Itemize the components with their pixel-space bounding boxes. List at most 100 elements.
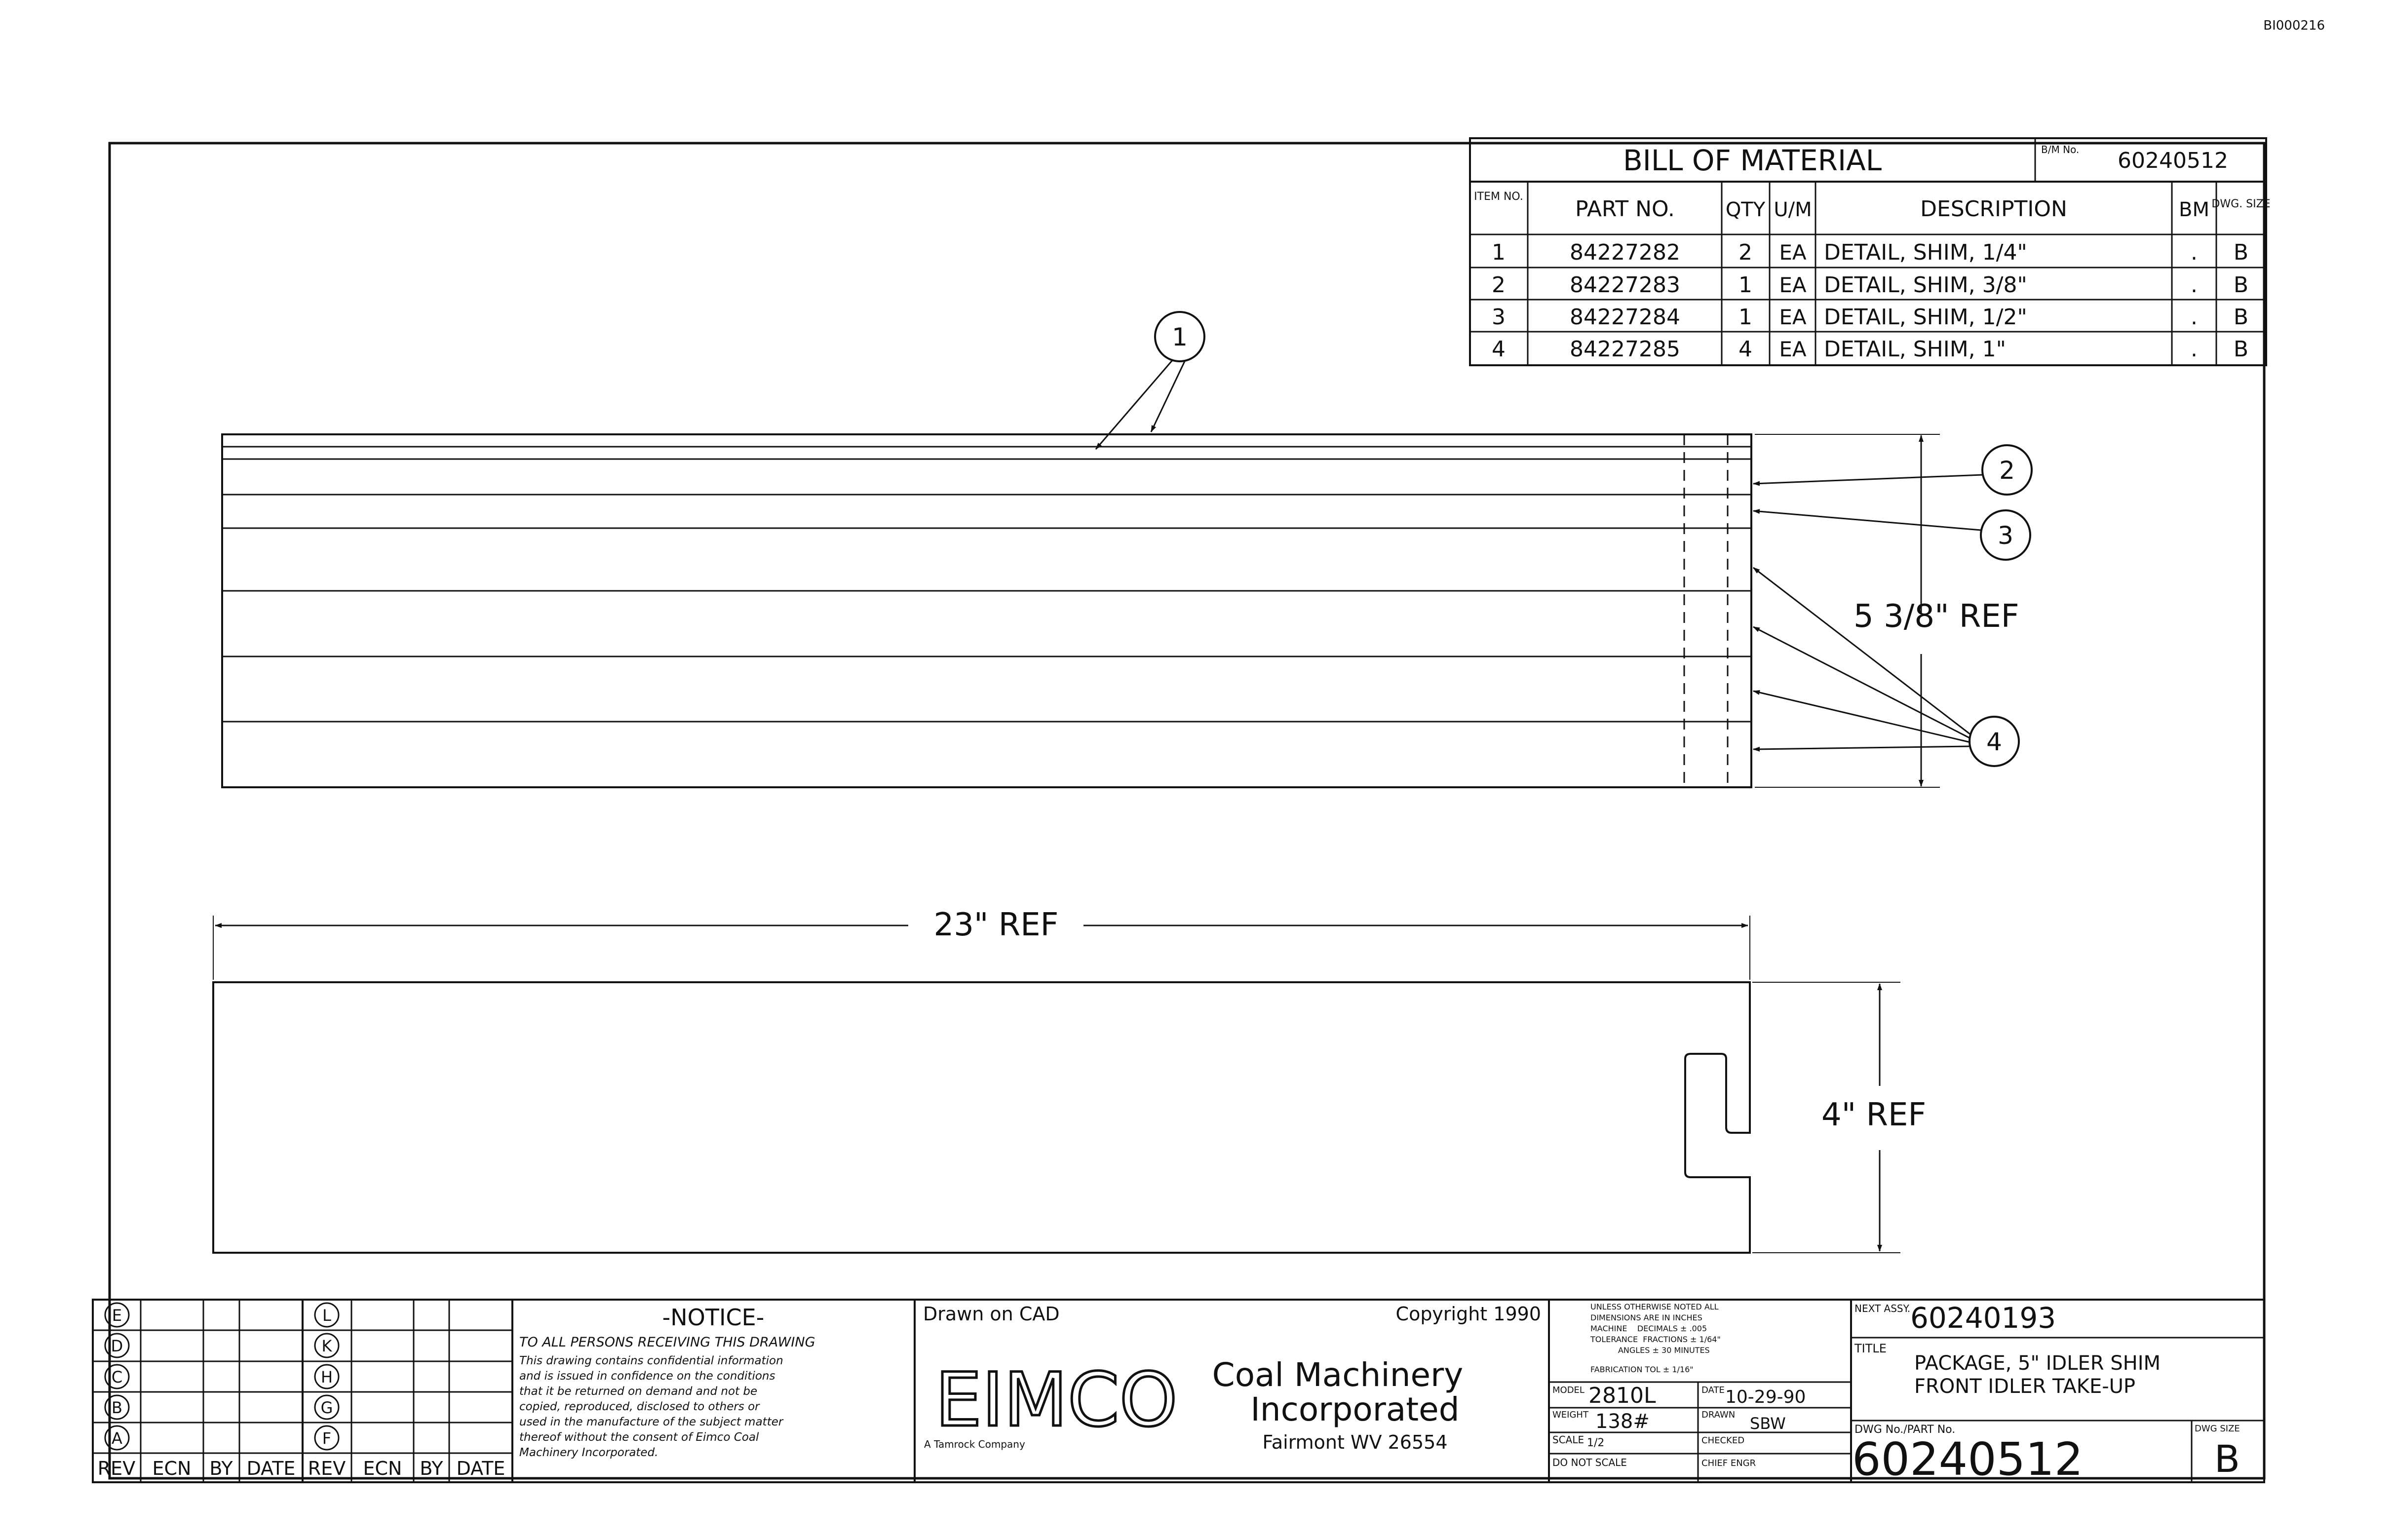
row-size: B (2234, 272, 2248, 298)
rev-letter: G (321, 1398, 333, 1417)
bom-row: 1 84227282 2 EA DETAIL, SHIM, 1/4" . B (1492, 240, 2248, 265)
rev-letter: D (111, 1337, 123, 1355)
company-block: Drawn on CAD Copyright 1990 EIMCO Coal M… (914, 1299, 1550, 1483)
rev-header: REV (308, 1458, 346, 1479)
company-tagline: A Tamrock Company (924, 1438, 1025, 1450)
title-label: TITLE (1854, 1342, 1887, 1355)
notice-line: This drawing contains confidential infor… (519, 1354, 783, 1367)
company-name-1: Coal Machinery (1212, 1356, 1464, 1394)
rev-header: DATE (457, 1458, 505, 1479)
rev-letter: E (112, 1306, 122, 1325)
row-item: 2 (1492, 272, 1506, 298)
rev-letter: H (321, 1368, 333, 1386)
company-name-2: Incorporated (1250, 1390, 1459, 1428)
row-qty: 4 (1738, 337, 1752, 362)
row-qty: 1 (1738, 272, 1752, 298)
bom-title: BILL OF MATERIAL (1623, 144, 1882, 177)
bom-row: 4 84227285 4 EA DETAIL, SHIM, 1" . B (1492, 337, 2248, 362)
drawn-on-cad: Drawn on CAD (923, 1303, 1060, 1325)
row-size: B (2234, 305, 2248, 330)
row-description: DETAIL, SHIM, 3/8" (1824, 272, 2027, 298)
notice-line: used in the manufacture of the subject m… (519, 1416, 784, 1428)
copyright: Copyright 1990 (1396, 1303, 1541, 1325)
header-part-no: PART NO. (1575, 196, 1675, 222)
checked-label: CHECKED (1701, 1435, 1744, 1446)
model-value: 2810L (1588, 1383, 1656, 1408)
chief-engr-label: CHIEF ENGR (1701, 1458, 1756, 1468)
date-label: DATE (1701, 1385, 1725, 1395)
row-um: EA (1779, 337, 1807, 361)
title-line-1: PACKAGE, 5" IDLER SHIM (1914, 1352, 2161, 1375)
rev-header: REV (98, 1458, 135, 1479)
next-assy-label: NEXT ASSY. (1854, 1303, 1910, 1314)
drawing-number: 60240512 (1852, 1433, 2083, 1486)
drawn-value: SBW (1750, 1414, 1786, 1433)
document-id: BI000216 (2263, 18, 2325, 33)
balloon-label: 3 (1998, 521, 2013, 550)
dwg-no-label: DWG No./PART No. (1854, 1424, 1955, 1436)
row-um: EA (1779, 305, 1807, 329)
tolerance-line: FABRICATION TOL ± 1/16" (1590, 1365, 1694, 1374)
item-balloon: 2 (1981, 444, 2033, 496)
item-balloon: 3 (1980, 509, 2031, 561)
row-bm: . (2191, 305, 2198, 330)
notice-line: copied, reproduced, disclosed to others … (519, 1400, 760, 1413)
scale-label: SCALE (1552, 1434, 1584, 1446)
rev-letter-circles (104, 1302, 340, 1451)
tolerance-block: UNLESS OTHERWISE NOTED ALL DIMENSIONS AR… (1548, 1299, 1852, 1483)
row-part-no: 84227284 (1570, 305, 1680, 330)
header-qty: QTY (1726, 198, 1766, 221)
header-description: DESCRIPTION (1920, 196, 2067, 222)
row-um: EA (1779, 273, 1807, 297)
bom-number-label: B/M No. (2041, 144, 2079, 155)
rev-header: DATE (247, 1458, 296, 1479)
notice-block: -NOTICE- TO ALL PERSONS RECEIVING THIS D… (511, 1299, 916, 1483)
row-size: B (2234, 337, 2248, 362)
bill-of-material-table: BILL OF MATERIAL B/M No. 60240512 ITEM N… (1469, 137, 2271, 366)
row-item: 4 (1492, 337, 1506, 362)
date-value: 10-29-90 (1725, 1387, 1806, 1407)
bom-row: 3 84227284 1 EA DETAIL, SHIM, 1/2" . B (1492, 305, 2248, 330)
rev-letter: F (322, 1429, 331, 1448)
do-not-scale: DO NOT SCALE (1552, 1457, 1627, 1468)
row-bm: . (2191, 240, 2198, 265)
drawn-label: DRAWN (1701, 1410, 1735, 1420)
row-size: B (2234, 240, 2248, 265)
weight-value: 138# (1595, 1410, 1650, 1433)
rev-header: ECN (363, 1458, 402, 1479)
revision-block: E D C B A L K H G F REV ECN BY DATE REV … (92, 1299, 513, 1483)
rev-letter: B (112, 1398, 122, 1417)
header-item-no: ITEM NO. (1474, 191, 1523, 203)
row-part-no: 84227282 (1570, 240, 1680, 265)
rev-header: BY (209, 1458, 233, 1479)
dimension-height: 5 3/8" REF (1854, 598, 2019, 635)
tolerance-line: DIMENSIONS ARE IN INCHES (1590, 1313, 1702, 1322)
header-dwg-size: DWG. SIZE (2211, 198, 2270, 210)
weight-label: WEIGHT (1552, 1410, 1589, 1420)
row-um: EA (1779, 240, 1807, 265)
row-bm: . (2191, 272, 2198, 298)
eimco-logo: EIMCO (935, 1357, 1177, 1443)
bom-row: 2 84227283 1 EA DETAIL, SHIM, 3/8" . B (1492, 272, 2248, 298)
company-location: Fairmont WV 26554 (1262, 1431, 1447, 1453)
notice-title: -NOTICE- (662, 1304, 765, 1331)
next-assy-value: 60240193 (1910, 1301, 2056, 1335)
title-block: NEXT ASSY. 60240193 TITLE PACKAGE, 5" ID… (1850, 1299, 2265, 1486)
row-qty: 2 (1738, 240, 1752, 265)
row-part-no: 84227285 (1570, 337, 1680, 362)
shim-plan-view (212, 916, 1900, 1254)
shim-stack-side-view (221, 433, 1940, 788)
balloon-label: 2 (1999, 456, 2015, 485)
drawing-border (108, 142, 2266, 1480)
dimension-length: 23" REF (934, 907, 1059, 943)
rev-letter: C (112, 1368, 122, 1386)
dwg-size-label: DWG SIZE (2195, 1424, 2240, 1434)
item-balloon: 1 (1154, 311, 1205, 362)
dimension-width: 4" REF (1821, 1097, 1926, 1133)
bom-number: 60240512 (2118, 148, 2228, 173)
header-bm: BM (2179, 198, 2209, 221)
notice-subtitle: TO ALL PERSONS RECEIVING THIS DRAWING (519, 1335, 815, 1350)
dwg-size-value: B (2214, 1437, 2240, 1481)
rev-letter: A (112, 1429, 122, 1448)
